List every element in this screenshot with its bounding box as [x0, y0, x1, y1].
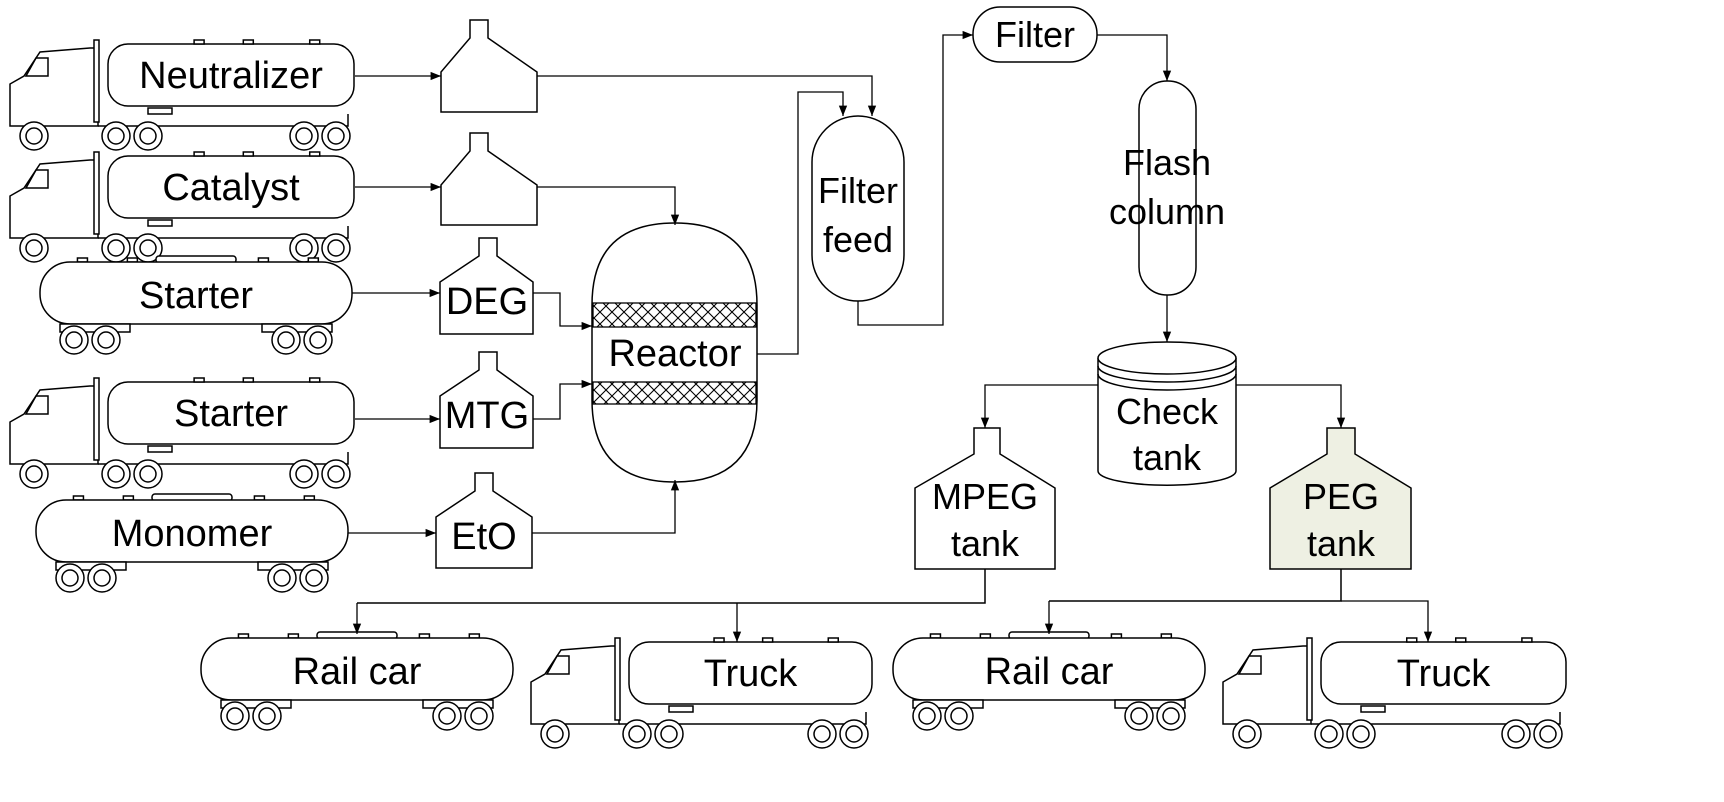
- filter-label: Filter: [995, 14, 1075, 55]
- starter-truck-label: Starter: [174, 393, 288, 435]
- check-tank: Check tank: [1097, 341, 1237, 486]
- catalyst-truck: Catalyst: [9, 151, 355, 263]
- neutralizer-truck: Neutralizer: [9, 39, 355, 151]
- peg-tank: PEG tank: [1269, 427, 1412, 570]
- monomer-railcar: Monomer: [35, 493, 349, 593]
- deg-tank: DEG: [439, 237, 534, 335]
- reactor-label: Reactor: [608, 333, 741, 375]
- monomer-railcar-label: Monomer: [112, 513, 273, 555]
- peg-truck: Truck: [1222, 637, 1567, 749]
- peg-truck-label: Truck: [1397, 653, 1492, 695]
- mpeg-tank-label-line1: MPEG: [932, 476, 1038, 517]
- filter-feed-vessel: Filter feed: [811, 115, 905, 302]
- filter-feed-label-line1: Filter: [818, 170, 898, 211]
- mpeg-tank: MPEG tank: [914, 427, 1056, 570]
- starter-railcar: Starter: [39, 255, 353, 355]
- mtg-tank-label: MTG: [445, 395, 529, 437]
- starter-truck: Starter: [9, 377, 355, 489]
- mpeg-truck: Truck: [530, 637, 873, 749]
- check-tank-label-line1: Check: [1116, 391, 1219, 432]
- check-tank-label-line2: tank: [1133, 437, 1202, 478]
- mpeg-tank-label-line2: tank: [951, 523, 1020, 564]
- mpeg-railcar-label: Rail car: [293, 651, 422, 693]
- peg-tank-label-line1: PEG: [1303, 476, 1379, 517]
- flash-column-label-line2: column: [1109, 191, 1225, 232]
- flash-column: Flash column: [1109, 80, 1225, 296]
- filter-feed-label-line2: feed: [823, 219, 893, 260]
- catalyst-truck-label: Catalyst: [162, 167, 300, 209]
- starter-railcar-label: Starter: [139, 275, 253, 317]
- eto-tank: EtO: [435, 472, 533, 569]
- mpeg-railcar: Rail car: [200, 631, 514, 731]
- neutralizer-storage-tank: [440, 19, 538, 113]
- eto-tank-label: EtO: [451, 516, 516, 558]
- peg-railcar: Rail car: [892, 631, 1206, 731]
- catalyst-storage-tank: [440, 132, 538, 226]
- flow-lines: [348, 30, 1433, 642]
- reactor: Reactor: [591, 222, 758, 483]
- mtg-tank: MTG: [439, 351, 534, 449]
- mpeg-truck-label: Truck: [704, 653, 799, 695]
- peg-tank-label-line2: tank: [1307, 523, 1376, 564]
- deg-tank-label: DEG: [446, 281, 528, 323]
- flash-column-label-line1: Flash: [1123, 142, 1211, 183]
- filter: Filter: [972, 6, 1098, 63]
- neutralizer-truck-label: Neutralizer: [139, 55, 323, 97]
- peg-railcar-label: Rail car: [985, 651, 1114, 693]
